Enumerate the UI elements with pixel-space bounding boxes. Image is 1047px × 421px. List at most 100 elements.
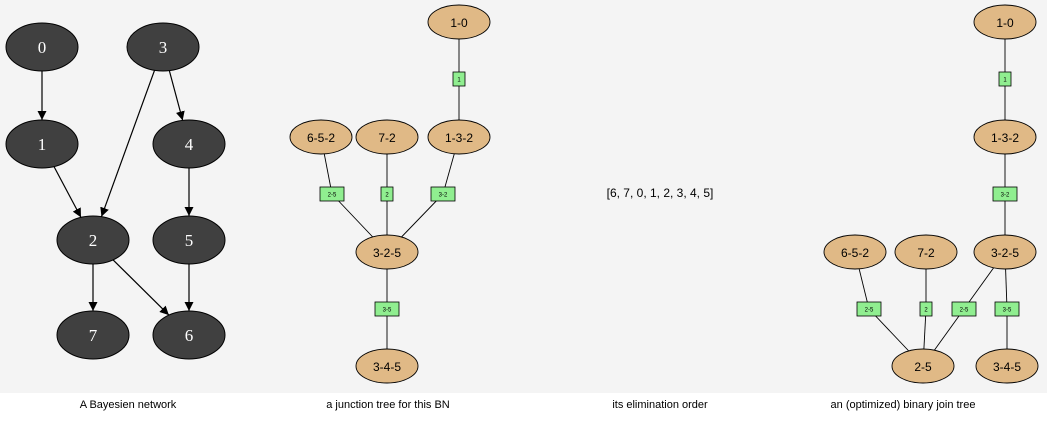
bn-node-label: 7 [89, 326, 98, 345]
clique-label: 6-5-2 [307, 131, 335, 145]
clique-shape [289, 119, 353, 155]
junction_tree-separator-2-5: 2-5 [319, 186, 345, 202]
caption-binary-join-tree: an (optimized) binary join tree [830, 399, 976, 411]
bn-node-shape [5, 119, 79, 169]
junction_tree-clique-3-4-5: 3-4-5 [355, 348, 419, 384]
bn-edge-3-to-4 [168, 70, 185, 121]
bn-edge-1-to-2 [53, 166, 82, 218]
junction_tree-separator-2: 2 [380, 186, 394, 202]
binary_join_tree-separator-2-5: 2-5 [856, 301, 882, 317]
bn-edge-3-to-2 [100, 70, 156, 217]
separator-box [951, 301, 977, 317]
binary_join_tree-separator-1: 1 [998, 71, 1012, 87]
separator-box [856, 301, 882, 317]
junction_tree-clique-3-2-5: 3-2-5 [355, 234, 419, 270]
binary_join_tree-clique-1-0: 1-0 [973, 4, 1037, 40]
separator-label: 3-5 [383, 308, 392, 314]
bn-node-label: 0 [38, 38, 47, 57]
separator-label: 3-2 [439, 193, 448, 199]
binary_join_tree-separator-3-5: 3-5 [994, 301, 1020, 317]
clique-shape [973, 234, 1037, 270]
bn-node-label: 6 [185, 326, 194, 345]
bn-node-4: 4 [152, 119, 226, 169]
binary_join_tree-clique-7-2: 7-2 [894, 234, 958, 270]
separator-box [319, 186, 345, 202]
bn-node-7: 7 [56, 310, 130, 360]
junction_tree-clique-6-5-2: 6-5-2 [289, 119, 353, 155]
separator-box [994, 301, 1020, 317]
clique-shape [427, 4, 491, 40]
separator-label: 1 [457, 78, 461, 84]
clique-shape [894, 234, 958, 270]
clique-shape [355, 119, 419, 155]
clique-label: 2-5 [914, 360, 932, 374]
separator-box [992, 186, 1018, 202]
clique-label: 3-4-5 [993, 360, 1021, 374]
clique-shape [427, 119, 491, 155]
bn-node-shape [56, 310, 130, 360]
separator-box [430, 186, 456, 202]
bn-node-2: 2 [56, 215, 130, 265]
clique-shape [973, 119, 1037, 155]
separator-box [919, 301, 933, 317]
separator-box [380, 186, 394, 202]
caption-elimination-order: its elimination order [612, 399, 708, 411]
junction_tree-clique-1-0: 1-0 [427, 4, 491, 40]
junction_tree-clique-7-2: 7-2 [355, 119, 419, 155]
clique-shape [973, 4, 1037, 40]
bn-node-0: 0 [5, 22, 79, 72]
bn-edge-2-to-6 [112, 259, 170, 316]
elimination-order-text: [6, 7, 0, 1, 2, 3, 4, 5] [606, 186, 714, 200]
binary_join_tree-clique-3-4-5: 3-4-5 [975, 348, 1039, 384]
junction_tree-separator-1: 1 [452, 71, 466, 87]
caption-bayesian-network: A Bayesien network [79, 399, 177, 411]
bn-node-label: 2 [89, 231, 98, 250]
clique-label: 1-3-2 [991, 131, 1019, 145]
binary_join_tree-separator-3-2: 3-2 [992, 186, 1018, 202]
clique-label: 3-4-5 [373, 360, 401, 374]
separator-label: 3-2 [1001, 193, 1010, 199]
binary_join_tree-separator-2: 2 [919, 301, 933, 317]
clique-label: 3-2-5 [373, 246, 401, 260]
clique-shape [355, 234, 419, 270]
binary_join_tree-clique-6-5-2: 6-5-2 [823, 234, 887, 270]
bn-node-6: 6 [152, 310, 226, 360]
junction_tree-separator-3-2: 3-2 [430, 186, 456, 202]
bn-node-5: 5 [152, 215, 226, 265]
separator-label: 3-5 [1003, 308, 1012, 314]
binary_join_tree-clique-3-2-5: 3-2-5 [973, 234, 1037, 270]
clique-label: 6-5-2 [841, 246, 869, 260]
junction_tree-separator-3-5: 3-5 [374, 301, 400, 317]
clique-label: 1-0 [450, 16, 468, 30]
binary_join_tree-clique-2-5: 2-5 [891, 348, 955, 384]
bn-node-label: 5 [185, 231, 194, 250]
bn-node-shape [152, 119, 226, 169]
bn-node-shape [5, 22, 79, 72]
bn-node-shape [56, 215, 130, 265]
separator-box [452, 71, 466, 87]
junction_tree-clique-1-3-2: 1-3-2 [427, 119, 491, 155]
clique-shape [823, 234, 887, 270]
bn-node-shape [152, 310, 226, 360]
separator-label: 2-5 [960, 308, 969, 314]
clique-shape [975, 348, 1039, 384]
separator-label: 1 [1003, 78, 1007, 84]
separator-label: 2 [924, 308, 928, 314]
binary_join_tree-separator-2-5: 2-5 [951, 301, 977, 317]
separator-box [998, 71, 1012, 87]
bn-node-shape [152, 215, 226, 265]
clique-shape [355, 348, 419, 384]
bn-node-1: 1 [5, 119, 79, 169]
bn-node-3: 3 [126, 22, 200, 72]
clique-label: 7-2 [917, 246, 935, 260]
separator-box [374, 301, 400, 317]
clique-label: 1-0 [996, 16, 1014, 30]
bn-node-label: 4 [185, 135, 194, 154]
bn-node-label: 1 [38, 135, 47, 154]
clique-label: 3-2-5 [991, 246, 1019, 260]
clique-label: 1-3-2 [445, 131, 473, 145]
separator-label: 2 [385, 193, 389, 199]
clique-shape [891, 348, 955, 384]
